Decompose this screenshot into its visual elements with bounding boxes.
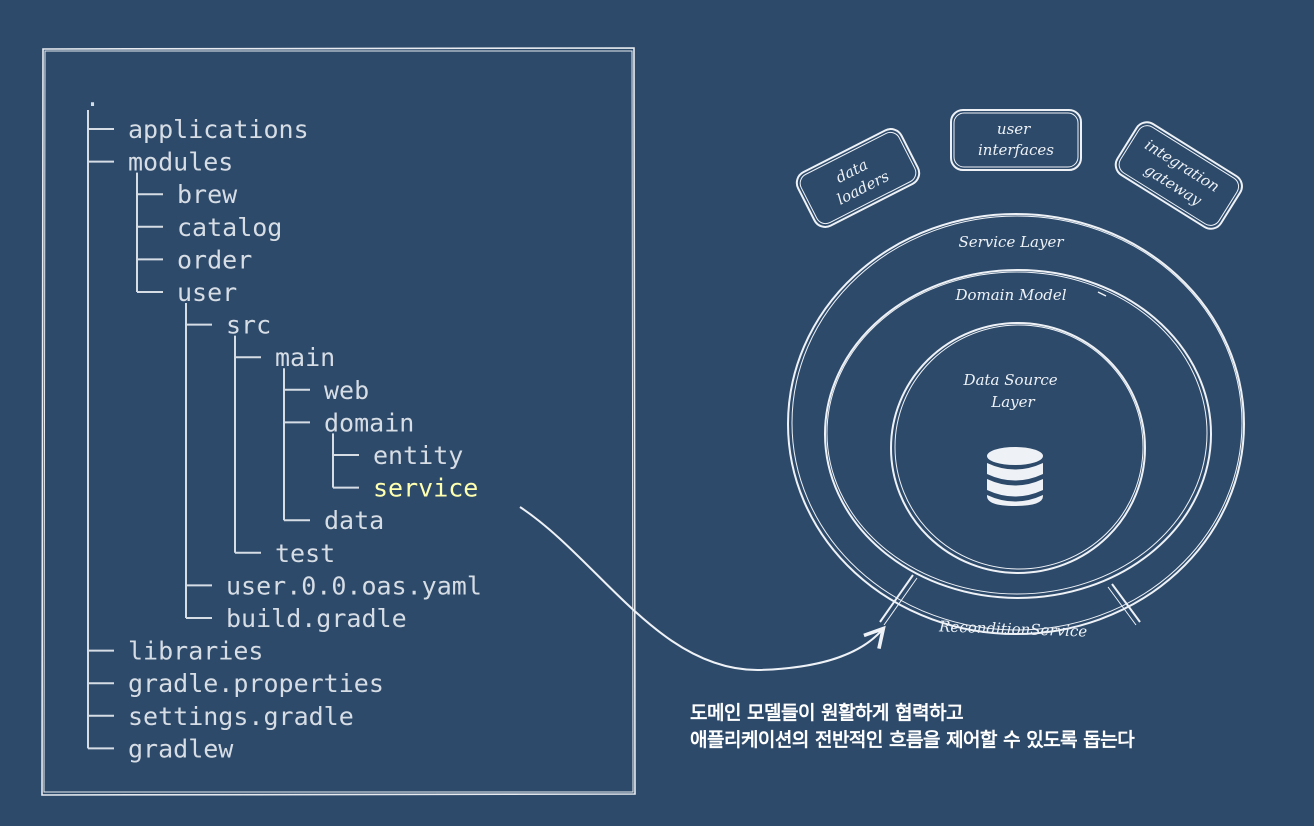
tree-entry-gradlew: gradlew: [128, 734, 234, 763]
tree-entry-user: user: [177, 278, 237, 307]
caption-line-2: 애플리케이션의 전반적인 흐름을 제어할 수 있도록 돕는다: [690, 729, 1135, 751]
tree-entry-libraries: libraries: [128, 637, 263, 666]
svg-text:user interfaces: user interfaces: [978, 120, 1054, 159]
recondition-service-label: ReconditionService: [938, 617, 1088, 640]
tree-entry-settings-gradle: settings.gradle: [128, 702, 354, 731]
caption-line-1: 도메인 모델들이 원활하게 협력하고: [690, 702, 964, 724]
svg-text:integration gateway: integration gateway: [1130, 136, 1226, 216]
domain-model-ring: [824, 269, 1212, 599]
data-source-label: Data Source Layer: [963, 371, 1063, 411]
tree-entry-entity: entity: [373, 441, 463, 470]
data-loaders-box: data loaders: [795, 128, 921, 228]
tree-entry-applications: applications: [128, 115, 309, 144]
tree-entry-user-0-0-oas-yaml: user.0.0.oas.yaml: [226, 571, 482, 600]
tree-entry-modules: modules: [128, 148, 233, 177]
file-tree-frame: [41, 47, 636, 796]
service-layer-label: Service Layer: [958, 233, 1064, 251]
database-icon: [987, 447, 1043, 506]
layer-rings: [787, 213, 1245, 635]
caption: 도메인 모델들이 원활하게 협력하고 애플리케이션의 전반적인 흐름을 제어할 …: [690, 700, 1135, 754]
tree-entry-service: service: [373, 474, 478, 503]
domain-model-label: Domain Model: [954, 286, 1066, 304]
tree-entry-web: web: [324, 376, 369, 405]
tree-entry-main: main: [275, 343, 335, 372]
tree-entry-domain: domain: [324, 408, 414, 437]
tree-entry-src: src: [226, 311, 271, 340]
tree-entry-test: test: [275, 539, 335, 568]
tree-entry-brew: brew: [177, 180, 238, 209]
tree-entry-data: data: [324, 506, 384, 535]
integration-gateway-box: integration gateway: [1114, 121, 1243, 230]
service-layer-ring: [787, 213, 1245, 635]
file-tree-connectors: [87, 110, 359, 750]
tree-entry-gradle-properties: gradle.properties: [128, 669, 384, 698]
file-tree: . applications modules brew catalog order user…: [85, 83, 482, 763]
user-interfaces-box: user interfaces: [950, 109, 1082, 171]
tree-entry-build-gradle: build.gradle: [226, 604, 407, 633]
data-source-ring: [890, 322, 1146, 574]
tree-root: .: [85, 83, 100, 112]
tree-entry-catalog: catalog: [177, 213, 282, 242]
tree-entry-order: order: [177, 245, 252, 274]
flow-arrow: [519, 506, 886, 672]
